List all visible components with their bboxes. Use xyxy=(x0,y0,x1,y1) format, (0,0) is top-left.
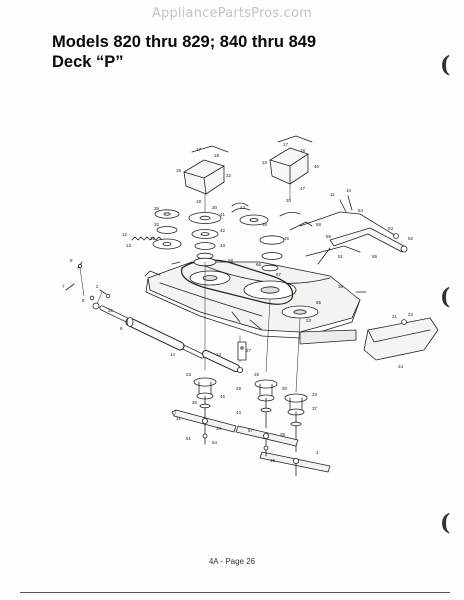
svg-text:47: 47 xyxy=(300,186,306,191)
page-title: Models 820 thru 829; 840 thru 849 Deck “… xyxy=(52,32,316,72)
mower-deck-housing xyxy=(144,261,361,345)
svg-text:18: 18 xyxy=(214,153,220,158)
left-spindle-assembly xyxy=(193,377,217,421)
svg-text:19: 19 xyxy=(196,199,202,204)
svg-text:56: 56 xyxy=(326,234,332,239)
svg-text:11: 11 xyxy=(330,192,335,197)
svg-text:44: 44 xyxy=(236,410,242,415)
svg-text:37: 37 xyxy=(312,406,318,411)
bottom-rule xyxy=(20,592,450,593)
svg-text:42: 42 xyxy=(220,228,226,233)
margin-mark-top: ( xyxy=(440,52,451,78)
svg-text:68: 68 xyxy=(228,258,234,263)
svg-text:16: 16 xyxy=(176,168,182,173)
svg-text:57: 57 xyxy=(248,428,254,433)
watermark: AppliancePartsPros.com xyxy=(151,6,313,21)
svg-text:30: 30 xyxy=(282,386,288,391)
right-spindle-assembly xyxy=(284,393,308,453)
svg-text:14: 14 xyxy=(170,352,176,357)
svg-text:44: 44 xyxy=(240,205,246,210)
svg-text:36: 36 xyxy=(338,284,344,289)
margin-mark-bottom: ( xyxy=(440,510,451,536)
right-pulley-stack xyxy=(231,208,285,272)
svg-text:54: 54 xyxy=(358,208,364,213)
svg-text:22: 22 xyxy=(408,312,414,317)
svg-text:35: 35 xyxy=(280,432,286,437)
margin-mark-middle: ( xyxy=(440,284,451,310)
svg-text:54: 54 xyxy=(212,440,218,445)
svg-text:67: 67 xyxy=(276,272,282,277)
title-deck: Deck “P” xyxy=(52,53,124,71)
svg-text:46: 46 xyxy=(262,222,268,227)
svg-text:31: 31 xyxy=(176,416,182,421)
svg-text:2: 2 xyxy=(96,284,99,289)
svg-text:51: 51 xyxy=(338,254,344,259)
svg-text:18: 18 xyxy=(300,148,306,153)
discharge-deflector xyxy=(363,317,439,361)
deck-roller-tube xyxy=(92,302,243,373)
svg-text:34: 34 xyxy=(216,426,222,431)
svg-text:21: 21 xyxy=(392,314,398,319)
svg-text:41: 41 xyxy=(220,212,226,217)
svg-text:20: 20 xyxy=(212,205,218,210)
mower-blades xyxy=(171,409,331,473)
belt-guard-left xyxy=(183,145,229,195)
title-models: Models 820 thru 829; 840 thru 849 xyxy=(52,33,317,51)
svg-text:29: 29 xyxy=(236,386,242,391)
svg-text:66: 66 xyxy=(256,262,262,267)
svg-text:28: 28 xyxy=(254,372,260,377)
svg-text:23: 23 xyxy=(186,372,192,377)
svg-text:30: 30 xyxy=(192,400,198,405)
svg-text:43: 43 xyxy=(220,243,226,248)
svg-text:55: 55 xyxy=(372,254,378,259)
svg-text:23: 23 xyxy=(306,318,312,323)
belt-guard-right xyxy=(269,135,313,185)
svg-text:8: 8 xyxy=(82,298,85,303)
tension-spring xyxy=(131,236,163,241)
svg-text:33: 33 xyxy=(312,392,318,397)
svg-text:22: 22 xyxy=(226,173,232,178)
svg-text:61: 61 xyxy=(186,436,192,441)
svg-text:26: 26 xyxy=(108,308,114,313)
svg-text:12: 12 xyxy=(122,232,128,237)
small-parts xyxy=(171,202,367,361)
svg-text:24: 24 xyxy=(398,364,404,369)
center-pulley-stack xyxy=(188,212,222,267)
svg-text:32: 32 xyxy=(150,236,156,241)
svg-text:7: 7 xyxy=(62,284,65,289)
center-spindle-assembly xyxy=(254,379,278,429)
svg-text:52: 52 xyxy=(408,236,414,241)
svg-text:13: 13 xyxy=(126,243,132,248)
lift-linkage xyxy=(279,195,408,265)
hardware-bolts xyxy=(65,261,111,301)
svg-text:39: 39 xyxy=(154,206,160,211)
blade-hardware xyxy=(202,423,297,477)
svg-text:6: 6 xyxy=(120,326,123,331)
svg-text:40: 40 xyxy=(314,164,320,169)
svg-text:58: 58 xyxy=(316,222,322,227)
svg-text:17: 17 xyxy=(196,147,202,152)
svg-text:16: 16 xyxy=(262,160,268,165)
left-pulley-stack xyxy=(152,209,182,250)
svg-text:46: 46 xyxy=(220,394,226,399)
svg-text:65: 65 xyxy=(316,300,322,305)
svg-text:27: 27 xyxy=(246,348,252,353)
svg-text:53: 53 xyxy=(388,226,394,231)
svg-text:9: 9 xyxy=(70,258,73,263)
svg-text:1: 1 xyxy=(316,450,319,455)
svg-text:15: 15 xyxy=(270,458,276,463)
page-footer: 4A - Page 26 xyxy=(208,557,256,566)
svg-text:10: 10 xyxy=(346,188,352,193)
svg-text:17: 17 xyxy=(283,142,289,147)
svg-text:45: 45 xyxy=(284,236,290,241)
svg-text:13: 13 xyxy=(216,352,222,357)
svg-text:33: 33 xyxy=(154,222,160,227)
svg-text:20: 20 xyxy=(286,198,292,203)
